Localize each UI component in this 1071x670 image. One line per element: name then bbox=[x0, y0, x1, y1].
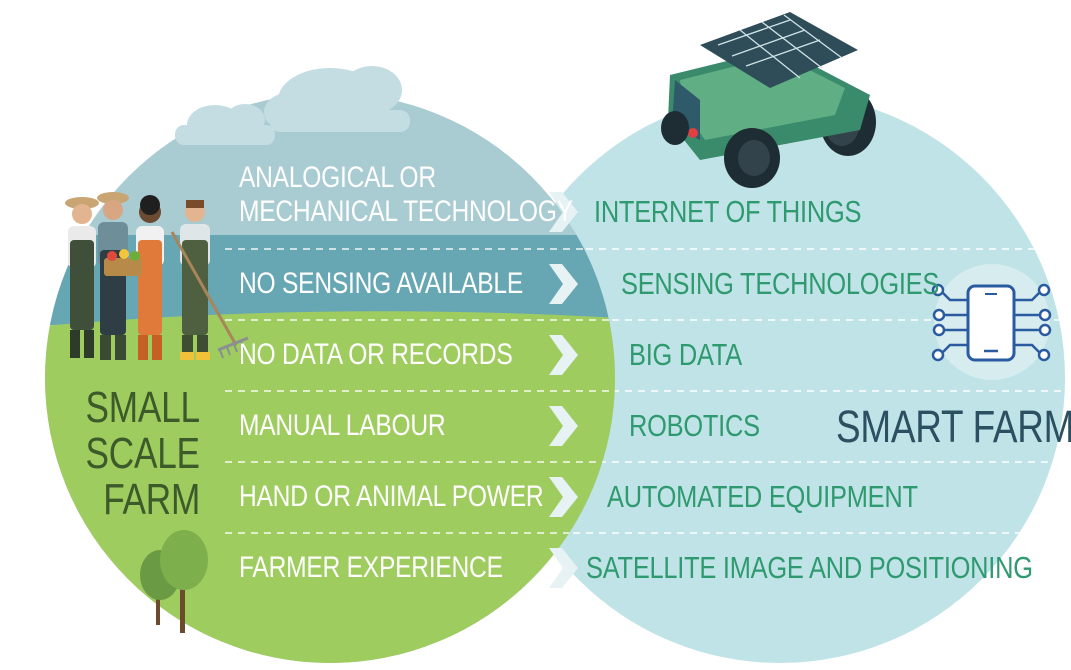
right-item-3: BIG DATA bbox=[629, 337, 742, 372]
left-item-4: MANUAL LABOUR bbox=[239, 409, 446, 442]
small-scale-farm-title-line-2: SCALE bbox=[85, 429, 200, 478]
left-item-1-line-2: MECHANICAL TECHNOLOGY bbox=[239, 195, 573, 228]
tree-icon bbox=[140, 530, 208, 633]
left-item-5: HAND OR ANIMAL POWER bbox=[239, 480, 544, 513]
right-item-5: AUTOMATED EQUIPMENT bbox=[607, 479, 918, 514]
right-item-2: SENSING TECHNOLOGIES bbox=[621, 266, 940, 301]
left-item-1-line-1: ANALOGICAL OR bbox=[239, 161, 436, 194]
farm-robot-icon bbox=[661, 12, 876, 188]
smart-farm-circle bbox=[495, 93, 1065, 663]
left-item-6: FARMER EXPERIENCE bbox=[239, 551, 503, 584]
smartphone-circuit-icon bbox=[931, 264, 1052, 380]
small-scale-farm-title-line-1: SMALL bbox=[85, 383, 200, 432]
small-scale-farm-title-line-3: FARM bbox=[103, 475, 200, 524]
arrow-chevron-icon bbox=[549, 192, 578, 588]
right-item-1: INTERNET OF THINGS bbox=[594, 194, 862, 229]
cloud-icon bbox=[175, 66, 410, 145]
right-item-6: SATELLITE IMAGE AND POSITIONING bbox=[586, 550, 1033, 585]
right-item-4: ROBOTICS bbox=[629, 408, 760, 443]
farmers-illustration bbox=[65, 192, 249, 360]
left-item-2: NO SENSING AVAILABLE bbox=[239, 267, 524, 300]
left-item-3: NO DATA OR RECORDS bbox=[239, 338, 513, 371]
smart-farm-title: SMART FARM bbox=[836, 401, 1071, 452]
